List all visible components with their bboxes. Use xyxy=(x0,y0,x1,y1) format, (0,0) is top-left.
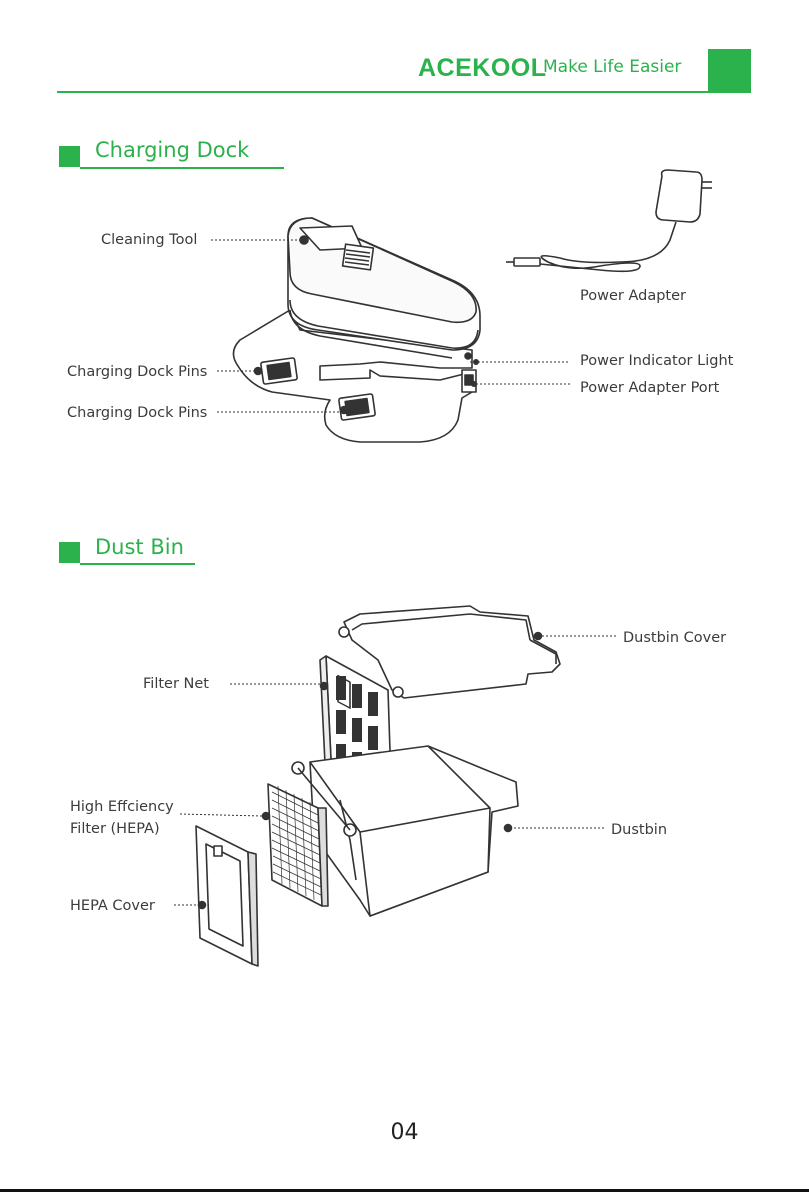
label-power-adapter-port: Power Adapter Port xyxy=(580,378,719,398)
label-dustbin-cover: Dustbin Cover xyxy=(623,628,726,648)
label-filter-net: Filter Net xyxy=(143,674,209,694)
page-number: 04 xyxy=(0,1120,809,1145)
label-cleaning-tool: Cleaning Tool xyxy=(101,230,197,250)
hepa-cover-illustration xyxy=(196,826,258,966)
power-adapter-illustration xyxy=(506,170,712,271)
label-charging-dock-pins-1: Charging Dock Pins xyxy=(67,362,207,382)
label-hepa-line2: Filter (HEPA) xyxy=(70,819,160,839)
label-power-adapter: Power Adapter xyxy=(580,286,686,306)
label-hepa-cover: HEPA Cover xyxy=(70,896,155,916)
label-charging-dock-pins-2: Charging Dock Pins xyxy=(67,403,207,423)
label-dustbin: Dustbin xyxy=(611,820,667,840)
label-power-indicator-light: Power Indicator Light xyxy=(580,351,733,371)
charging-dock-illustration xyxy=(233,218,480,442)
label-hepa-line1: High Effciency xyxy=(70,797,174,817)
